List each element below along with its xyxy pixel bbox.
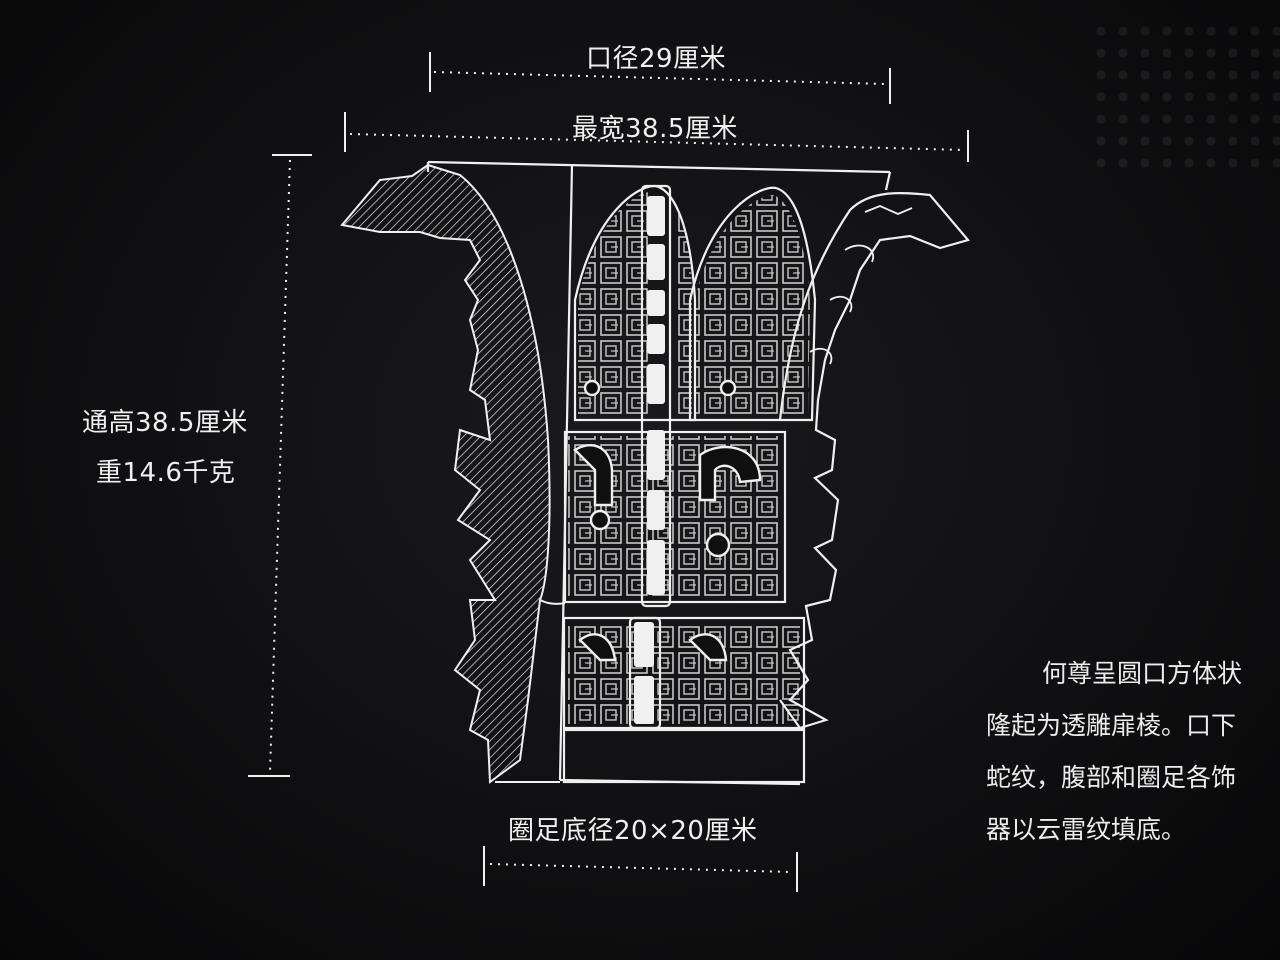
mouth-dimension-line	[429, 52, 891, 104]
decorative-dot-grid	[1090, 20, 1280, 170]
description-line: 何尊呈圆口方体状	[1042, 659, 1243, 688]
widest-dimension-line	[344, 112, 969, 162]
description-line: 隆起为透雕扉棱。口下	[986, 711, 1237, 740]
height-dimension-line	[248, 154, 312, 777]
description-line: 器以云雷纹填底。	[986, 815, 1187, 844]
right-openwork-flange	[778, 192, 970, 730]
widest-width-label: 最宽38.5厘米	[572, 114, 738, 144]
description-line: 蛇纹，腹部和圈足各饰	[986, 763, 1237, 792]
central-flange-segments	[634, 196, 665, 724]
foot-diameter-label: 圈足底径20×20厘米	[508, 816, 758, 846]
foot-dimension-line	[483, 846, 798, 892]
mouth-diameter-label: 口径29厘米	[586, 44, 727, 74]
vessel-outline	[426, 160, 892, 786]
overall-height-label: 通高38.5厘米	[82, 408, 248, 438]
description-text: 何尊呈圆口方体状 隆起为透雕扉棱。口下 蛇纹，腹部和圈足各饰 器以云雷纹填底。	[986, 648, 1280, 856]
base-outline	[495, 599, 566, 783]
left-openwork-flange	[340, 163, 551, 784]
weight-label: 重14.6千克	[96, 458, 236, 488]
taotie-mask-details	[573, 379, 762, 662]
